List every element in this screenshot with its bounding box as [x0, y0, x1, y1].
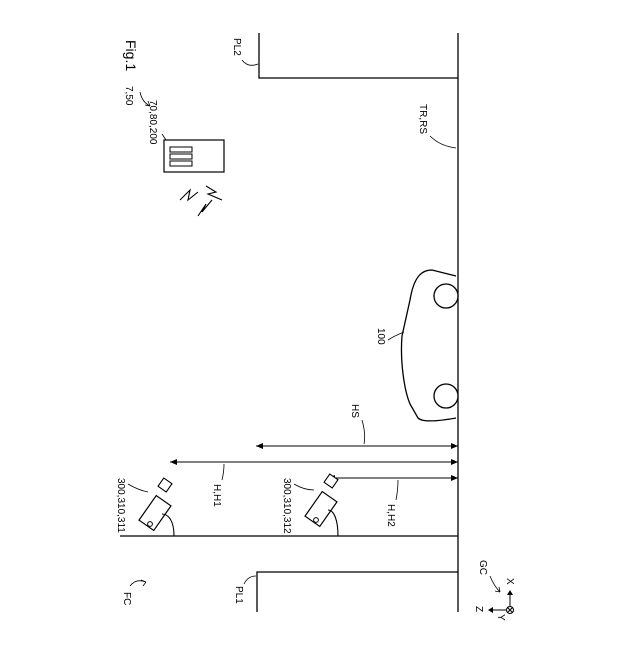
wall-pl2 [259, 33, 458, 78]
pl2-label-group: PL2 [231, 38, 258, 65]
vehicle: 100 [375, 270, 458, 421]
label-axis-y: Y [495, 614, 506, 621]
label-camera-high: 300,310,311 [115, 478, 126, 533]
label-server-group: 7,50 [123, 86, 134, 106]
label-camera-low: 300,310,312 [281, 478, 292, 534]
label-tr-rs: TR,RS [417, 104, 428, 134]
label-server: 70,80,200 [147, 100, 158, 145]
camera-high: 300,310,311 [115, 478, 174, 536]
server-group: 7,50 70,80,200 [123, 86, 224, 216]
label-gc: GC [477, 560, 488, 575]
wireless-signal-icon [206, 186, 222, 200]
label-pl1: PL1 [233, 586, 244, 604]
h1-dimension: H,H1 [170, 459, 458, 507]
label-axis-x: X [504, 578, 515, 585]
figure-title: Fig.1 [123, 40, 139, 71]
label-fc: FC [121, 592, 132, 605]
pl1-label-group: PL1 [233, 576, 256, 604]
label-h-h2: H,H2 [385, 504, 396, 527]
wireless-signal-icon [198, 200, 212, 216]
tr-rs-label-group: TR,RS [417, 104, 456, 148]
wireless-signal-icon [180, 190, 198, 200]
label-hs: HS [349, 404, 360, 418]
label-vehicle: 100 [375, 328, 386, 345]
coordinate-system: GC X Z Y [473, 560, 515, 621]
h2-dimension: H,H2 [328, 475, 458, 527]
vehicle-wheel-front [434, 284, 458, 308]
vehicle-wheel-rear [434, 384, 458, 408]
camera-low: 300,310,312 [281, 474, 338, 536]
label-pl2: PL2 [231, 38, 242, 56]
wall-pl1 [257, 572, 458, 612]
label-h-h1: H,H1 [211, 484, 222, 507]
fc-label-group: FC [121, 580, 146, 605]
label-axis-z: Z [473, 606, 484, 612]
